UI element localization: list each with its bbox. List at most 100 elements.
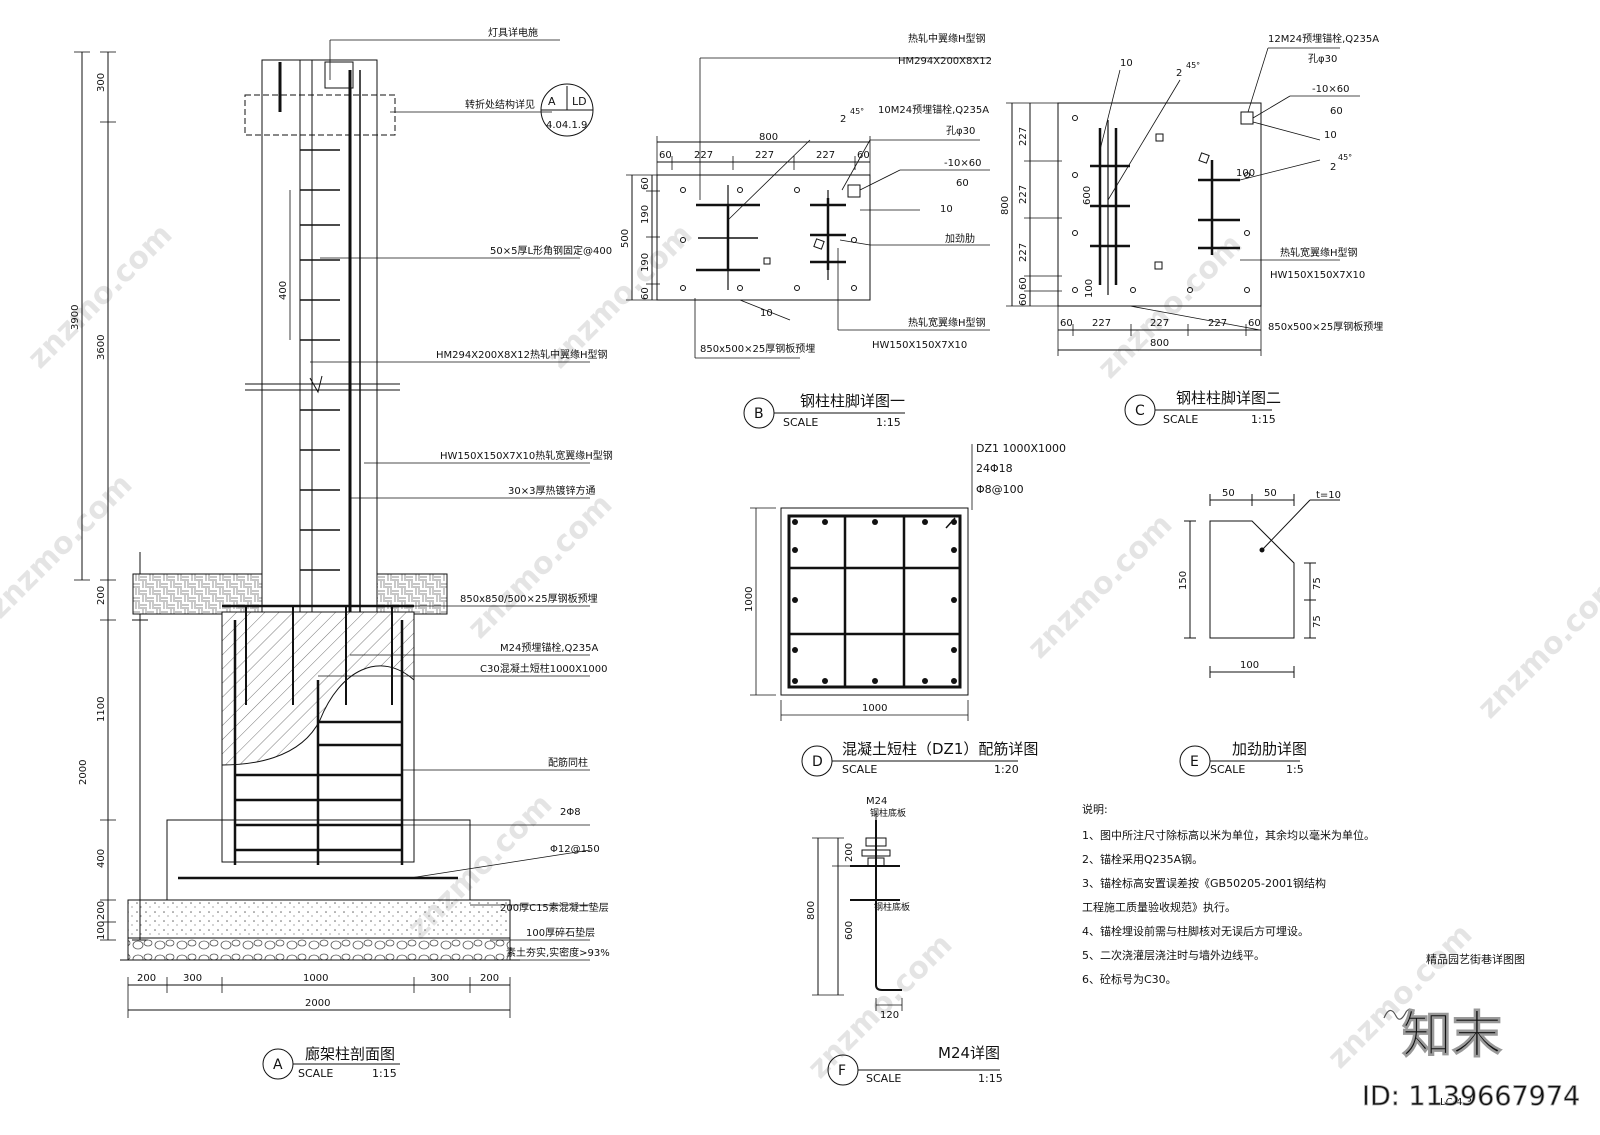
spec-main-rebar: 24Φ18 (976, 462, 1013, 475)
drawing-letter: C (1135, 403, 1145, 419)
dim-top: 60 (659, 150, 672, 161)
label-plate: 850x850/500×25厚钢板预埋 (460, 592, 598, 605)
dim-bottom: 300 (430, 973, 449, 984)
dim-w: 100 (1240, 660, 1259, 671)
label-r12: Φ12@150 (550, 844, 600, 855)
spec-stirrup: Φ8@100 (976, 483, 1024, 496)
label-plate-t: -10×60 (944, 158, 981, 169)
label-hw-size: HW150X150X7X10 (1270, 270, 1365, 281)
scale-value: 1:15 (372, 1067, 397, 1080)
drawing-d-labels: DZ1 1000X1000 24Φ18 Φ8@100 1000 1000 D 混… (744, 442, 1066, 776)
label-inner: 100 (1084, 279, 1095, 298)
label-deg: 45° (1338, 153, 1352, 162)
scale-label: SCALE (1163, 413, 1198, 426)
dim-left: 227 (1018, 243, 1029, 262)
dim-bottom: 200 (480, 973, 499, 984)
drawing-c-plan (1006, 47, 1360, 426)
dim-left: 3600 (96, 335, 107, 360)
notes-heading: 说明: (1082, 802, 1108, 816)
spec-size: DZ1 1000X1000 (976, 442, 1066, 455)
label-base: 850x500×25厚钢板预埋 (700, 342, 815, 355)
drawing-letter: E (1190, 754, 1199, 770)
dim-left: 60 (640, 177, 651, 190)
dim-bottom: 200 (137, 973, 156, 984)
label-soil: 素土夯实,实密度>93% (506, 946, 610, 959)
id-label: ID: 1139667974 (1362, 1081, 1580, 1112)
dim-top: 227 (694, 150, 713, 161)
label-turn: 转折处结构详见 (465, 98, 535, 111)
drawing-letter: B (754, 406, 764, 422)
dim-bottom: 227 (1208, 318, 1227, 329)
label-bolt: 10M24预埋锚栓,Q235A (878, 103, 989, 116)
label-plate-t: -10×60 (1312, 84, 1349, 95)
label-deg-b: 45° (1186, 61, 1200, 70)
dim-total: 800 (1150, 338, 1169, 349)
note-item: 4、锚栓埋设前需与柱脚核对无误后方可埋设。 (1082, 924, 1309, 938)
note-item: 2、锚栓采用Q235A钢。 (1082, 852, 1203, 866)
dim-bottom: 227 (1150, 318, 1169, 329)
drawing-e-rib (1179, 494, 1340, 777)
drawing-f-bolt (812, 812, 1000, 1086)
label-base: 850x500×25厚钢板预埋 (1268, 320, 1383, 333)
drawing-a-labels: 灯具详电施 转折处结构详见 A LD 4.04.1.9 50×5厚L形角钢固定@… (70, 26, 613, 1080)
label-inner: 100 (1236, 168, 1255, 179)
dim-bottom: 1000 (303, 973, 328, 984)
dim-left: 600 (844, 921, 855, 940)
ref-circle-sheet: 4.04.1.9 (546, 120, 587, 131)
scale-label: SCALE (298, 1067, 333, 1080)
drawing-title: 加劲肋详图 (1232, 740, 1307, 758)
watermark: znzmo.com (1471, 567, 1600, 726)
drawing-title: 廊架柱剖面图 (305, 1045, 395, 1063)
label-hw-name: 热轧宽翼缘H型钢 (1280, 246, 1358, 259)
dim-top: 50 (1264, 488, 1277, 499)
label-plate-w: 60 (956, 178, 969, 189)
dim-top: 50 (1222, 488, 1235, 499)
dim-w: 1000 (862, 703, 887, 714)
label-hm-name: 热轧中翼缘H型钢 (908, 32, 986, 45)
label-weld2-b: 2 (1176, 68, 1182, 79)
scale-label: SCALE (1210, 763, 1245, 776)
label-m24: M24 (866, 796, 887, 807)
dim-left: 300 (96, 73, 107, 92)
dim-bottom: 300 (183, 973, 202, 984)
notes-block: 说明: 1、图中所注尺寸除标高以米为单位，其余均以毫米为单位。 2、锚栓采用Q2… (1082, 802, 1375, 986)
label-plate-w: 60 (1330, 106, 1343, 117)
label-rib: 加劲肋 (945, 232, 975, 245)
dim-h: 150 (1178, 571, 1189, 590)
label-plate1: 钢柱底板 (870, 807, 906, 819)
label-weld10: 10 (1324, 130, 1337, 141)
ref-circle-ld: LD (572, 95, 587, 108)
watermark: znzmo.com (1021, 507, 1180, 666)
dim-left: 400 (96, 849, 107, 868)
dim-bottom: 60 (1060, 318, 1073, 329)
label-weld10-b: 10 (760, 308, 773, 319)
drawing-b-plan (626, 57, 990, 429)
note-item: 3、锚栓标高安置误差按《GB50205-2001钢结构 (1082, 876, 1326, 890)
scale-value: 1:15 (876, 416, 901, 429)
dim-right: 75 (1312, 615, 1323, 628)
drawing-c-labels: 12M24预埋锚栓,Q235A 孔φ30 -10×60 60 10 2 45° … (1000, 32, 1383, 426)
label-weld10-b: 10 (1120, 58, 1133, 69)
scale-label: SCALE (842, 763, 877, 776)
label-weld2: 2 (840, 114, 846, 125)
label-c15: 200厚C15素混凝土垫层 (500, 901, 609, 914)
dim-left: 400 (278, 281, 289, 300)
label-hm: HM294X200X8X12热轧中翼缘H型钢 (436, 348, 607, 361)
label-tube: 30×3厚热镀锌方通 (508, 484, 595, 497)
dim-left: 227 (1018, 127, 1029, 146)
label-hw: HW150X150X7X10热轧宽翼缘H型钢 (440, 449, 613, 462)
ref-circle-a: A (548, 95, 556, 108)
dim-top: 227 (816, 150, 835, 161)
drawing-d-rebar (750, 444, 1018, 777)
drawing-letter: D (812, 754, 823, 770)
dim-bottom: 120 (880, 1010, 899, 1021)
label-c30: C30混凝土短柱1000X1000 (480, 662, 607, 675)
label-deg: 45° (850, 107, 864, 116)
label-bolt: 12M24预埋锚栓,Q235A (1268, 32, 1379, 45)
dim-left: 190 (640, 205, 651, 224)
label-rebar: 配筋同柱 (548, 756, 588, 769)
label-hole: 孔φ30 (946, 125, 975, 137)
drawing-f-labels: M24 钢柱底板 钢柱底板 200 600 800 120 F M24详图 SC… (806, 796, 1003, 1085)
dim-left: 190 (640, 253, 651, 272)
